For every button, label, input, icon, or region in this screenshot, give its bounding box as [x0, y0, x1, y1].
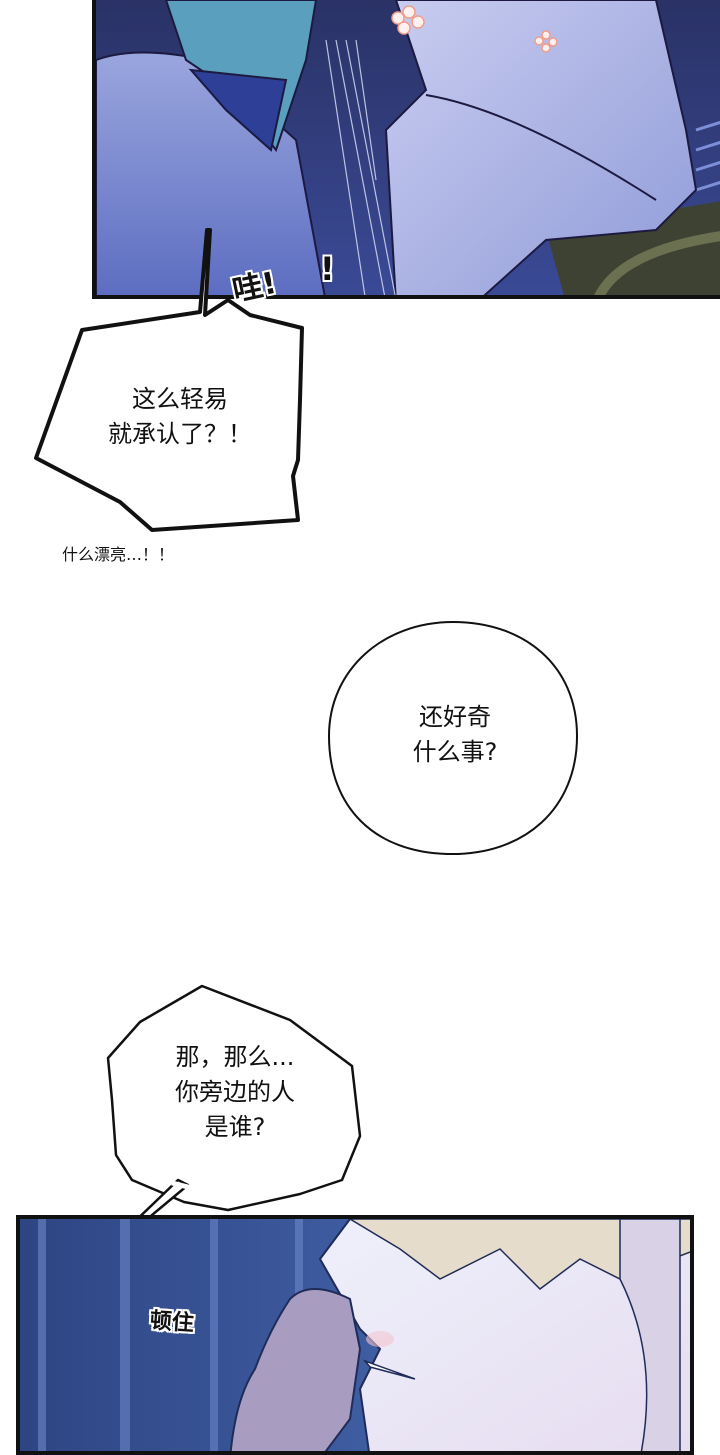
panel-top-art — [96, 0, 720, 295]
bubble-line: 还好奇 — [419, 703, 491, 731]
sfx-exclaim: ! — [320, 250, 335, 288]
comic-panel-top — [92, 0, 720, 299]
bubble-line: 什么事? — [412, 737, 498, 766]
speech-bubble-text: 那，那么... 你旁边的人 是谁? — [140, 1040, 330, 1144]
bubble-line: 就承认了？！ — [108, 419, 252, 448]
comic-panel-bottom — [16, 1215, 694, 1455]
spiky-speech-bubble — [34, 228, 304, 532]
panel-bottom-art — [20, 1219, 690, 1451]
sfx-pause: 顿住 — [149, 1308, 195, 1337]
bubble-line: 那，那么... — [175, 1043, 295, 1071]
round-speech-bubble — [327, 620, 579, 856]
side-text-beautiful: 什么漂亮…！！ — [62, 545, 175, 564]
spiky-bubble-text: 这么轻易 就承认了？！ — [80, 382, 280, 452]
bubble-line: 是谁? — [204, 1112, 266, 1141]
bubble-line: 这么轻易 — [132, 385, 228, 413]
bubble-line: 你旁边的人 — [175, 1077, 295, 1106]
round-bubble-text: 还好奇 什么事? — [380, 700, 530, 770]
